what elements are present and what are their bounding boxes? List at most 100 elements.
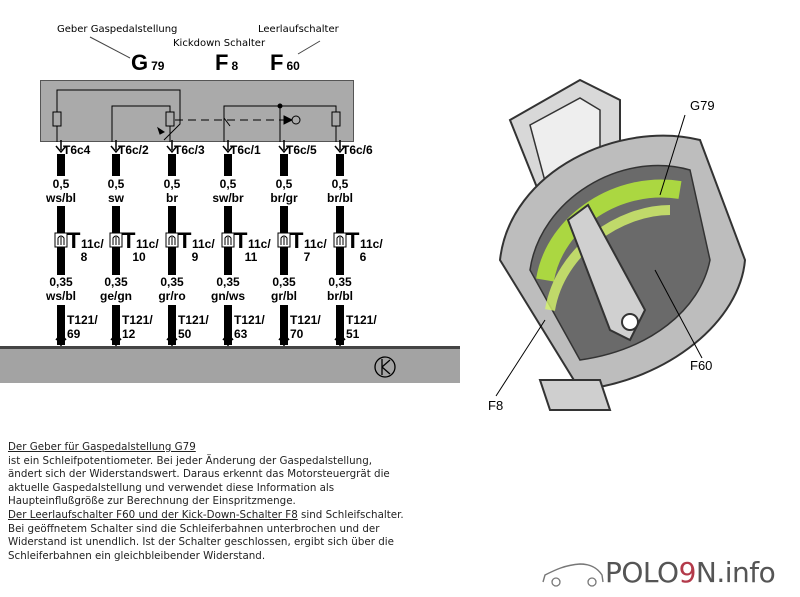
ecu-symbol-icon xyxy=(374,356,396,378)
paragraph-f60-f8: sind Schleifschalter. Bei geöffnetem Sch… xyxy=(8,508,404,562)
wire-size: 0,35 xyxy=(198,275,258,289)
connector-label: 11c/ xyxy=(360,237,383,251)
wire-size: 0,35 xyxy=(86,275,146,289)
connector-letter: T xyxy=(290,228,304,253)
pedal-sensor-illustration xyxy=(495,78,747,411)
wire-segment xyxy=(168,154,176,176)
connector-icon xyxy=(221,232,235,248)
ecu-pin-number: 51 xyxy=(346,327,360,341)
connector-label: 11c/ xyxy=(81,237,104,251)
wire-color: sw xyxy=(107,191,124,205)
connector-pin: 6 xyxy=(359,250,367,264)
pin-arrow-icon xyxy=(334,333,346,347)
wire-color: br/bl xyxy=(310,289,370,303)
wire-size: 0,35 xyxy=(31,275,91,289)
connector-pin: 10 xyxy=(132,250,146,264)
connector-icon xyxy=(333,232,347,248)
ecu-pin-label: T121/ xyxy=(67,313,98,327)
wire-size: 0,5 xyxy=(219,177,237,191)
paragraph-g79: ist ein Schleifpotentiometer. Bei jeder … xyxy=(8,454,390,508)
pin-arrow-icon xyxy=(278,140,290,154)
f8-callout: Kickdown Schalter xyxy=(173,38,266,49)
ecu-pin-label: T121/ xyxy=(234,313,265,327)
f60-callout: Leerlaufschalter xyxy=(258,24,339,35)
ecu-pin-number: 50 xyxy=(178,327,192,341)
pin-label: T6c/6 xyxy=(342,143,373,157)
heading-g79: Der Geber für Gaspedalstellung G79 xyxy=(8,441,196,453)
wire-segment xyxy=(336,154,344,176)
connector-icon xyxy=(165,232,179,248)
ecu-pin-number: 69 xyxy=(67,327,81,341)
wire-color: ws/bl xyxy=(31,289,91,303)
connector-pin: 7 xyxy=(303,250,311,264)
car-logo-icon xyxy=(542,563,604,587)
wire-color: br/bl xyxy=(327,191,353,205)
description-text: Der Geber für Gaspedalstellung G79 ist e… xyxy=(8,441,408,563)
connector-icon xyxy=(109,232,123,248)
label-f60: F60 xyxy=(690,358,713,373)
wire-color: br/gr xyxy=(270,191,298,205)
connector-icon xyxy=(277,232,291,248)
callout-leader-lines xyxy=(89,36,321,59)
pin-label: T6c/1 xyxy=(230,143,261,157)
wire-color: ge/gn xyxy=(86,289,146,303)
connector-letter: T xyxy=(178,228,192,253)
connector-label: 11c/ xyxy=(304,237,327,251)
pin-arrow-icon xyxy=(55,333,67,347)
wire-size: 0,35 xyxy=(310,275,370,289)
wire-segment xyxy=(112,305,120,345)
connector-letter: T xyxy=(122,228,136,253)
pin-arrow-icon xyxy=(110,140,122,154)
wire-size: 0,35 xyxy=(254,275,314,289)
wire-color: ws/bl xyxy=(45,191,76,205)
pin-label: T6c4 xyxy=(63,143,91,157)
wire-segment xyxy=(280,154,288,176)
pin-label: T6c/2 xyxy=(118,143,149,157)
connector-icon xyxy=(54,232,68,248)
label-f8: F8 xyxy=(488,398,504,413)
pin-label: T6c/5 xyxy=(286,143,317,157)
pin-arrow-icon xyxy=(110,333,122,347)
wire-color: sw/br xyxy=(212,191,244,205)
ecu-pin-number: 70 xyxy=(290,327,304,341)
connector-label: 11c/ xyxy=(248,237,271,251)
ecu-pin-label: T121/ xyxy=(122,313,153,327)
connector-pin: 8 xyxy=(80,250,88,264)
connector-letter: T xyxy=(67,228,81,253)
ecu-pin-label: T121/ xyxy=(178,313,209,327)
wire-segment xyxy=(57,154,65,176)
ecu-pin-number: 12 xyxy=(122,327,136,341)
g79-callout: Geber Gaspedalstellung xyxy=(57,24,178,35)
wire-segment xyxy=(168,305,176,345)
pin-arrow-icon xyxy=(166,140,178,154)
wire-size: 0,5 xyxy=(275,177,293,191)
ecu-pin-label: T121/ xyxy=(290,313,321,327)
wire-color: gr/ro xyxy=(142,289,202,303)
wire-segment xyxy=(336,305,344,345)
wire-size: 0,35 xyxy=(142,275,202,289)
connector-letter: T xyxy=(346,228,360,253)
pin-label: T6c/3 xyxy=(174,143,205,157)
wire-size: 0,5 xyxy=(163,177,181,191)
wire-size: 0,5 xyxy=(107,177,125,191)
pin-arrow-icon xyxy=(334,140,346,154)
pin-arrow-icon xyxy=(222,333,234,347)
heading-f60-f8: Der Leerlaufschalter F60 und der Kick-Do… xyxy=(8,508,298,521)
internal-circuit xyxy=(52,89,341,142)
pin-arrow-icon xyxy=(55,140,67,154)
wire-color: gn/ws xyxy=(198,289,258,303)
pin-arrow-icon xyxy=(222,140,234,154)
wire-color: gr/bl xyxy=(254,289,314,303)
wire-segment xyxy=(224,154,232,176)
wire-segment xyxy=(112,154,120,176)
site-logo: POLO9N.info xyxy=(605,556,776,589)
pin-arrow-icon xyxy=(278,333,290,347)
